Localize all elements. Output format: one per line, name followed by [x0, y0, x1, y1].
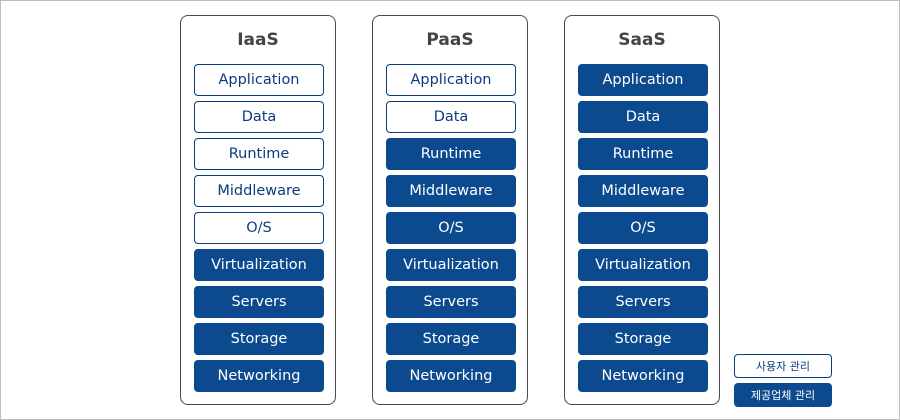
layer-data: Data	[386, 101, 516, 133]
column-saas: SaaS Application Data Runtime Middleware…	[564, 15, 720, 405]
layer-storage: Storage	[386, 323, 516, 355]
layer-servers: Servers	[194, 286, 324, 318]
layer-os: O/S	[578, 212, 708, 244]
column-title: SaaS	[618, 30, 666, 50]
layer-networking: Networking	[194, 360, 324, 392]
layer-networking: Networking	[386, 360, 516, 392]
layer-virtualization: Virtualization	[578, 249, 708, 281]
layer-os: O/S	[194, 212, 324, 244]
layer-runtime: Runtime	[386, 138, 516, 170]
legend-user-managed: 사용자 관리	[734, 354, 832, 378]
layer-storage: Storage	[194, 323, 324, 355]
layer-runtime: Runtime	[194, 138, 324, 170]
column-paas: PaaS Application Data Runtime Middleware…	[372, 15, 528, 405]
layer-servers: Servers	[578, 286, 708, 318]
layer-os: O/S	[386, 212, 516, 244]
layer-data: Data	[194, 101, 324, 133]
layer-middleware: Middleware	[386, 175, 516, 207]
layer-application: Application	[194, 64, 324, 96]
layer-application: Application	[578, 64, 708, 96]
layer-application: Application	[386, 64, 516, 96]
layer-virtualization: Virtualization	[194, 249, 324, 281]
layer-virtualization: Virtualization	[386, 249, 516, 281]
layer-storage: Storage	[578, 323, 708, 355]
legend-provider-managed: 제공업체 관리	[734, 383, 832, 407]
layer-networking: Networking	[578, 360, 708, 392]
layer-data: Data	[578, 101, 708, 133]
layer-runtime: Runtime	[578, 138, 708, 170]
layer-servers: Servers	[386, 286, 516, 318]
column-title: PaaS	[426, 30, 474, 50]
layer-middleware: Middleware	[194, 175, 324, 207]
column-iaas: IaaS Application Data Runtime Middleware…	[180, 15, 336, 405]
column-title: IaaS	[237, 30, 279, 50]
layer-middleware: Middleware	[578, 175, 708, 207]
